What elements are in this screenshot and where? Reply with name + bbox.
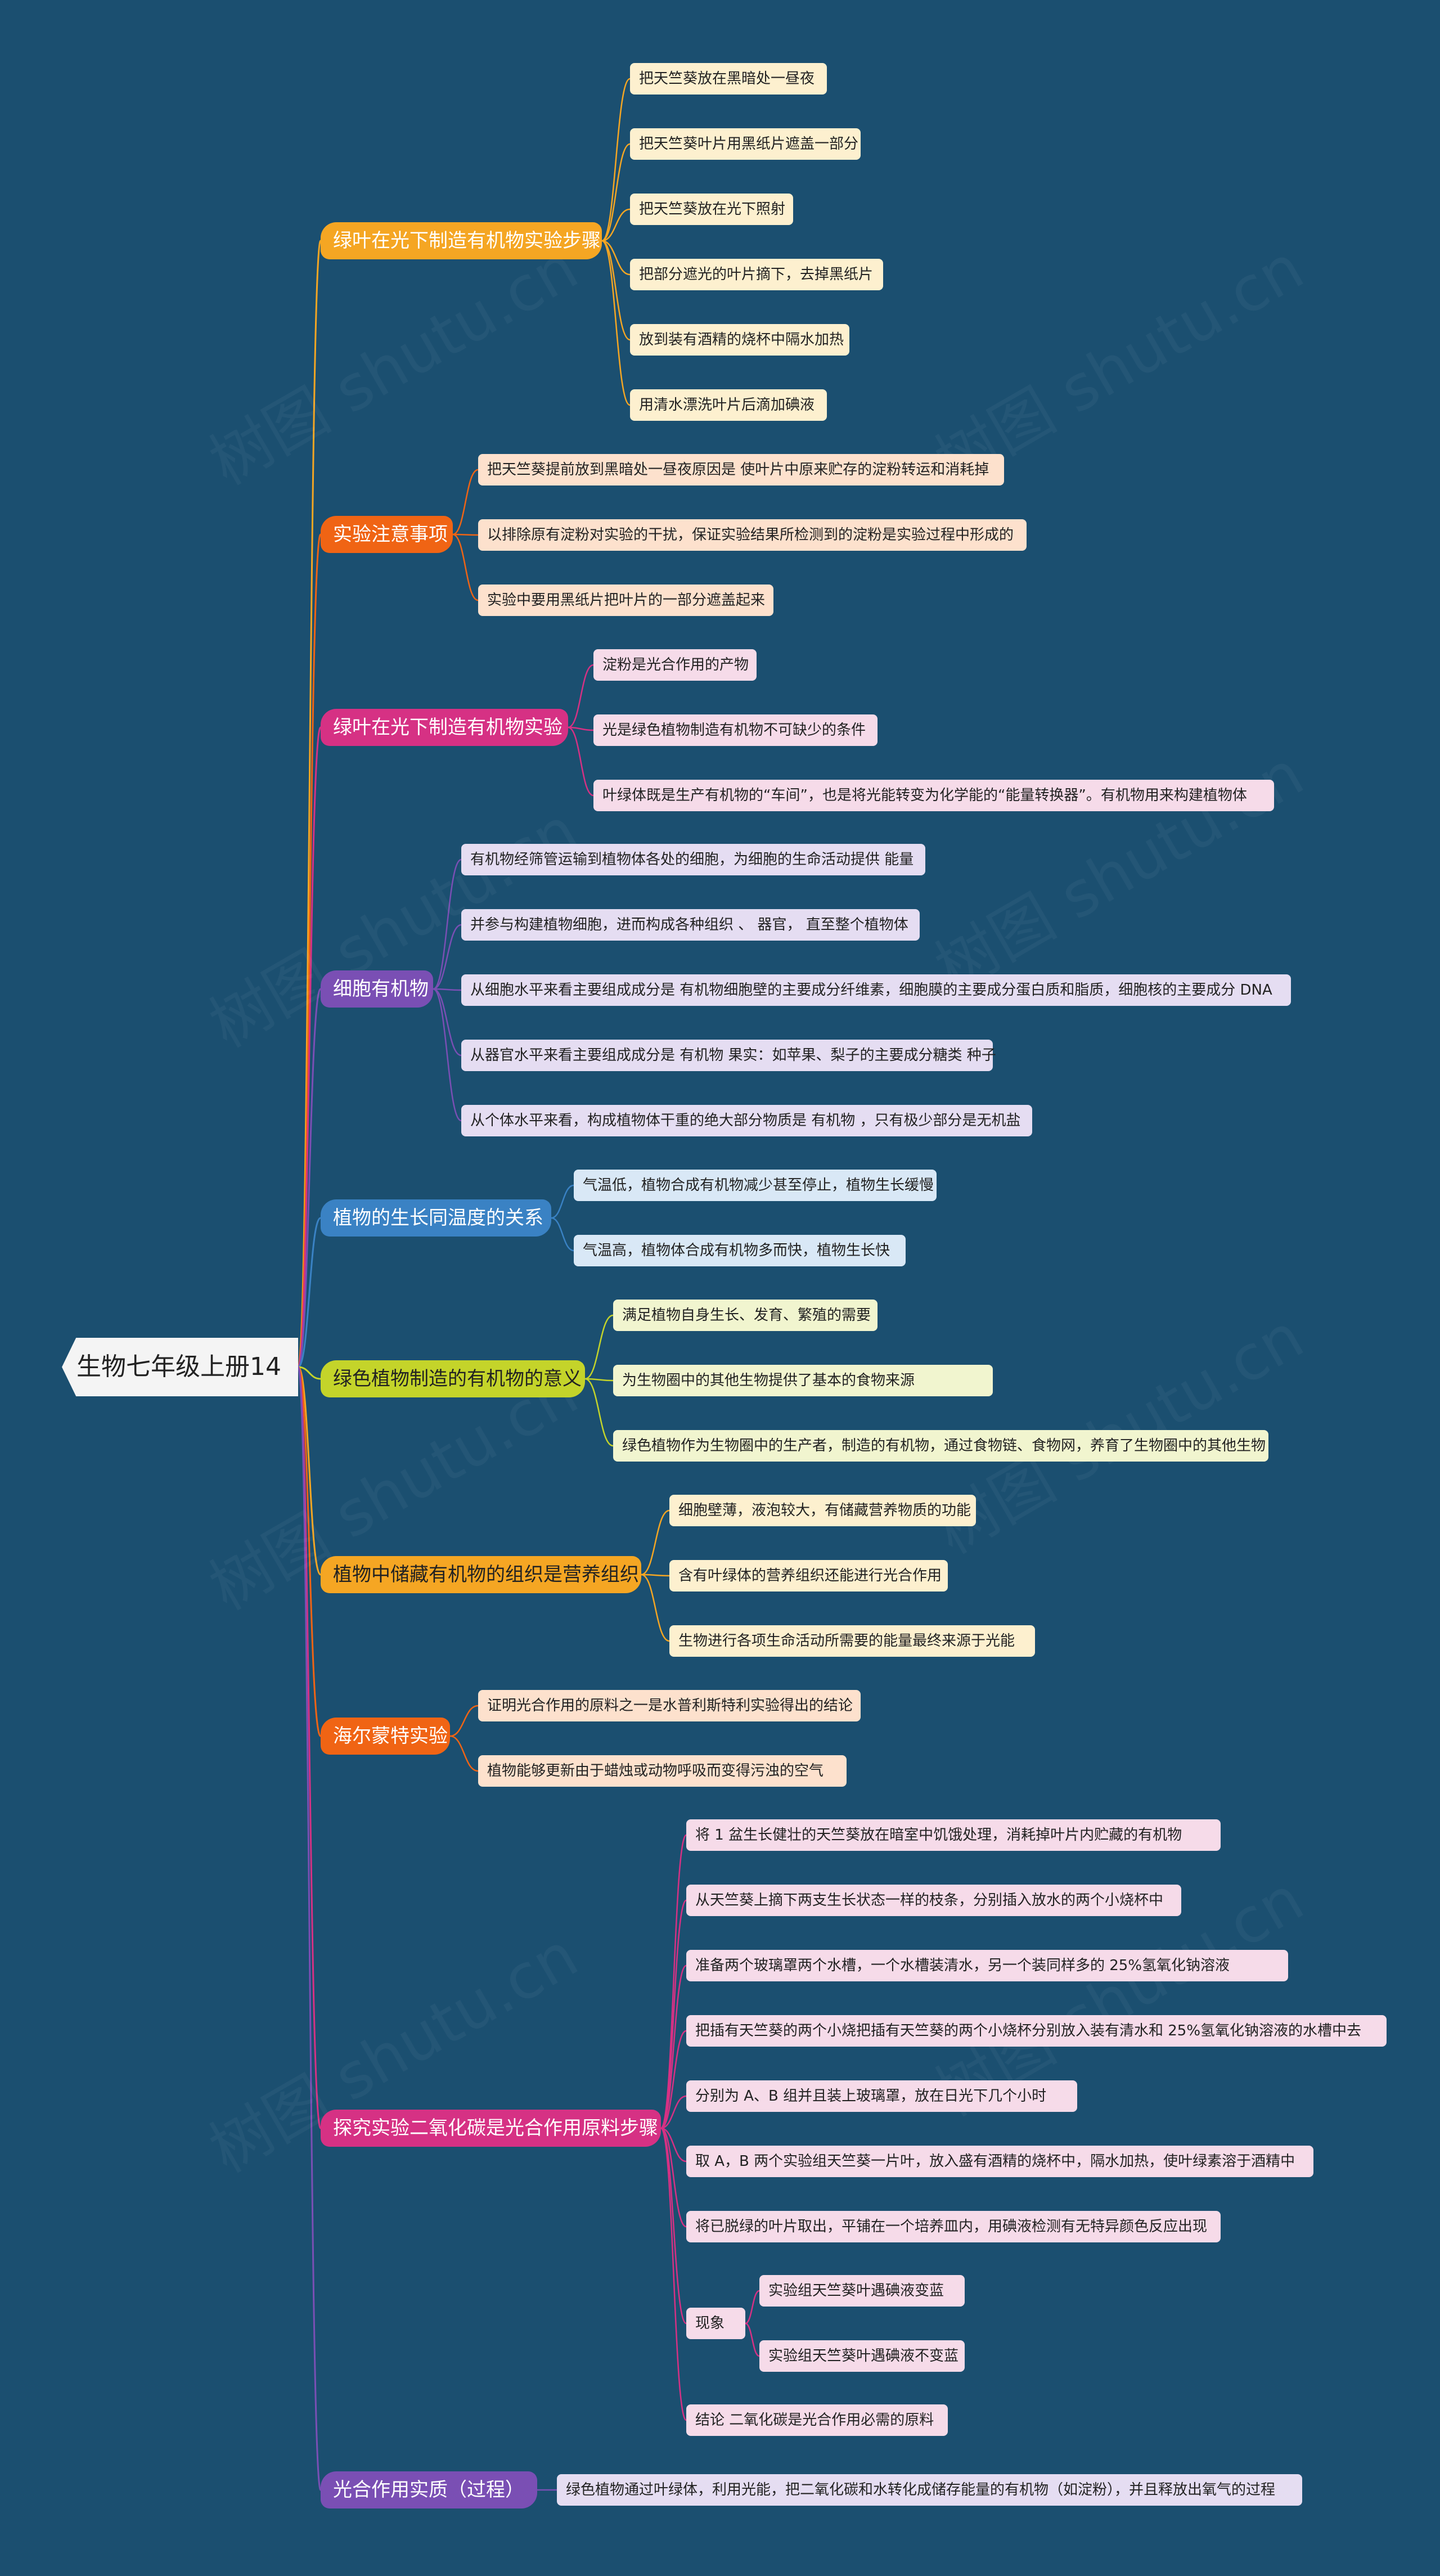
- branch-leaf-line: [584, 1378, 614, 1382]
- branch-leaf-line: [601, 240, 631, 406]
- leaf-topic[interactable]: 结论 二氧化碳是光合作用必需的原料: [686, 2404, 948, 2436]
- leaf-topic[interactable]: 气温低，植物合成有机物减少甚至停止，植物生长缓慢: [574, 1170, 937, 1201]
- branch-leaf-line: [584, 1378, 614, 1447]
- branch-leaf-line: [568, 664, 594, 729]
- leaf-topic[interactable]: 以排除原有淀粉对实验的干扰，保证实验结果所检测到的淀粉是实验过程中形成的: [478, 519, 1027, 551]
- branch-leaf-line: [660, 2030, 687, 2129]
- branch-leaf-line: [433, 988, 462, 1122]
- branch-topic[interactable]: 植物的生长同温度的关系: [321, 1199, 551, 1237]
- branch-leaf-line: [568, 726, 594, 797]
- leaf-topic[interactable]: 从个体水平来看，构成植物体干重的绝大部分物质是 有机物 ，只有极少部分是无机盐: [461, 1105, 1032, 1136]
- branch-leaf-line: [660, 1964, 687, 2129]
- branch-leaf-line: [660, 2127, 687, 2228]
- leaf-topic[interactable]: 用清水漂洗叶片后滴加碘液: [630, 389, 827, 421]
- branch-leaf-line: [433, 988, 462, 991]
- branch-leaf-line: [641, 1509, 670, 1576]
- branch-leaf-line: [433, 924, 462, 990]
- leaf-topic[interactable]: 叶绿体既是生产有机物的“车间”，也是将光能转变为化学能的“能量转换器”。有机物用…: [593, 780, 1274, 811]
- branch-leaf-line: [452, 533, 479, 601]
- subtopic-line: [745, 2290, 760, 2325]
- subtopic[interactable]: 实验组天竺葵叶遇碘液变蓝: [759, 2275, 965, 2307]
- branch-leaf-line: [568, 726, 594, 731]
- leaf-topic[interactable]: 有机物经筛管运输到植物体各处的细胞，为细胞的生命活动提供 能量: [461, 844, 925, 875]
- root-branch-line: [297, 1366, 322, 1737]
- root-branch-line: [297, 726, 322, 1368]
- branch-leaf-line: [660, 2095, 687, 2129]
- branch-leaf-line: [641, 1574, 670, 1577]
- branch-leaf-line: [433, 858, 462, 990]
- branch-topic[interactable]: 细胞有机物: [321, 970, 433, 1008]
- branch-leaf-line: [601, 240, 631, 341]
- leaf-topic[interactable]: 将已脱绿的叶片取出，平铺在一个培养皿内，用碘液检测有无特异颜色反应出现: [686, 2211, 1221, 2242]
- root-branch-line: [297, 988, 322, 1368]
- leaf-topic[interactable]: 把天竺葵放在光下照射: [630, 194, 793, 225]
- branch-topic[interactable]: 绿色植物制造的有机物的意义: [321, 1360, 585, 1397]
- leaf-topic[interactable]: 把天竺葵放在黑暗处一昼夜: [630, 63, 827, 95]
- leaf-topic[interactable]: 含有叶绿体的营养组织还能进行光合作用: [669, 1560, 948, 1592]
- branch-leaf-line: [452, 469, 479, 536]
- subtopic-line: [745, 2322, 760, 2357]
- branch-leaf-line: [449, 1735, 479, 1772]
- branch-leaf-line: [601, 143, 631, 242]
- root-branch-line: [298, 1366, 321, 1380]
- leaf-topic[interactable]: 光是绿色植物制造有机物不可缺少的条件: [593, 714, 878, 746]
- leaf-topic[interactable]: 生物进行各项生命活动所需要的能量最终来源于光能: [669, 1625, 1035, 1657]
- root-branch-line: [297, 1366, 322, 2491]
- root-branch-line: [298, 1217, 321, 1368]
- branch-leaf-line: [601, 240, 631, 276]
- leaf-topic[interactable]: 从天竺葵上摘下两支生长状态一样的枝条，分别插入放水的两个小烧杯中: [686, 1885, 1181, 1916]
- branch-topic[interactable]: 海尔蒙特实验: [321, 1718, 450, 1755]
- branch-leaf-line: [449, 1705, 479, 1737]
- leaf-topic[interactable]: 把部分遮光的叶片摘下，去掉黑纸片: [630, 259, 883, 290]
- branch-topic[interactable]: 植物中储藏有机物的组织是营养组织: [321, 1556, 641, 1593]
- leaf-topic[interactable]: 现象: [686, 2308, 745, 2339]
- branch-leaf-line: [452, 533, 479, 536]
- leaf-topic[interactable]: 把插有天竺葵的两个小烧把插有天竺葵的两个小烧杯分别放入装有清水和 25%氢氧化钠…: [686, 2015, 1387, 2047]
- root-node[interactable]: 生物七年级上册14: [62, 1338, 298, 1396]
- leaf-topic[interactable]: 分别为 A、B 组并且装上玻璃罩，放在日光下几个小时: [686, 2080, 1077, 2112]
- leaf-topic[interactable]: 实验中要用黑纸片把叶片的一部分遮盖起来: [478, 585, 773, 616]
- branch-leaf-line: [601, 78, 631, 242]
- leaf-topic[interactable]: 气温高，植物体合成有机物多而快，植物生长快: [574, 1235, 906, 1266]
- branch-topic[interactable]: 探究实验二氧化碳是光合作用原料步骤: [321, 2110, 661, 2147]
- leaf-topic[interactable]: 将 1 盆生长健壮的天竺葵放在暗室中饥饿处理，消耗掉叶片内贮藏的有机物: [686, 1819, 1221, 1851]
- branch-topic[interactable]: 绿叶在光下制造有机物实验: [321, 709, 568, 746]
- leaf-topic[interactable]: 把天竺葵叶片用黑纸片遮盖一部分: [630, 128, 861, 160]
- branch-leaf-line: [660, 1899, 687, 2129]
- leaf-topic[interactable]: 细胞壁薄，液泡较大，有储藏营养物质的功能: [669, 1495, 976, 1526]
- leaf-topic[interactable]: 放到装有酒精的烧杯中隔水加热: [630, 324, 849, 356]
- branch-topic[interactable]: 光合作用实质（过程）: [321, 2471, 537, 2508]
- leaf-topic[interactable]: 绿色植物通过叶绿体，利用光能，把二氧化碳和水转化成储存能量的有机物（如淀粉），并…: [557, 2474, 1302, 2506]
- leaf-topic[interactable]: 植物能够更新由于蜡烛或动物呼吸而变得污浊的空气: [478, 1755, 847, 1787]
- branch-leaf-line: [551, 1184, 574, 1219]
- branch-leaf-line: [433, 988, 462, 1057]
- branch-leaf-line: [601, 208, 631, 242]
- leaf-topic[interactable]: 从器官水平来看主要组成成分是 有机物 果实：如苹果、梨子的主要成分糖类 种子: [461, 1040, 996, 1071]
- leaf-topic[interactable]: 并参与构建植物细胞，进而构成各种组织 、 器官， 直至整个植物体: [461, 909, 920, 941]
- branch-leaf-line: [660, 2127, 687, 2325]
- leaf-topic[interactable]: 满足植物自身生长、发育、繁殖的需要: [613, 1300, 878, 1331]
- branch-leaf-line: [551, 1217, 574, 1252]
- leaf-topic[interactable]: 取 A，B 两个实验组天竺葵一片叶，放入盛有酒精的烧杯中，隔水加热，使叶绿素溶于…: [686, 2146, 1313, 2177]
- leaf-topic[interactable]: 准备两个玻璃罩两个水槽，一个水槽装清水，另一个装同样多的 25%氢氧化钠溶液: [686, 1950, 1288, 1981]
- branch-topic[interactable]: 绿叶在光下制造有机物实验步骤: [321, 222, 602, 259]
- leaf-topic[interactable]: 绿色植物作为生物圈中的生产者，制造的有机物，通过食物链、食物网，养育了生物圈中的…: [613, 1430, 1268, 1462]
- branch-leaf-line: [641, 1574, 670, 1642]
- subtopic[interactable]: 实验组天竺葵叶遇碘液不变蓝: [759, 2340, 965, 2372]
- leaf-topic[interactable]: 证明光合作用的原料之一是水普利斯特利实验得出的结论: [478, 1690, 861, 1721]
- branch-leaf-line: [660, 2127, 687, 2421]
- leaf-topic[interactable]: 为生物圈中的其他生物提供了基本的食物来源: [613, 1365, 993, 1396]
- root-branch-line: [297, 1366, 322, 1576]
- branch-topic[interactable]: 实验注意事项: [321, 516, 453, 553]
- branch-leaf-line: [584, 1314, 614, 1380]
- leaf-topic[interactable]: 淀粉是光合作用的产物: [593, 649, 757, 681]
- leaf-topic[interactable]: 从细胞水平来看主要组成成分是 有机物细胞壁的主要成分纤维素，细胞膜的主要成分蛋白…: [461, 974, 1291, 1006]
- branch-leaf-line: [660, 2127, 687, 2163]
- leaf-topic[interactable]: 把天竺葵提前放到黑暗处一昼夜原因是 使叶片中原来贮存的淀粉转运和消耗掉: [478, 454, 1004, 485]
- root-branch-line: [297, 533, 322, 1368]
